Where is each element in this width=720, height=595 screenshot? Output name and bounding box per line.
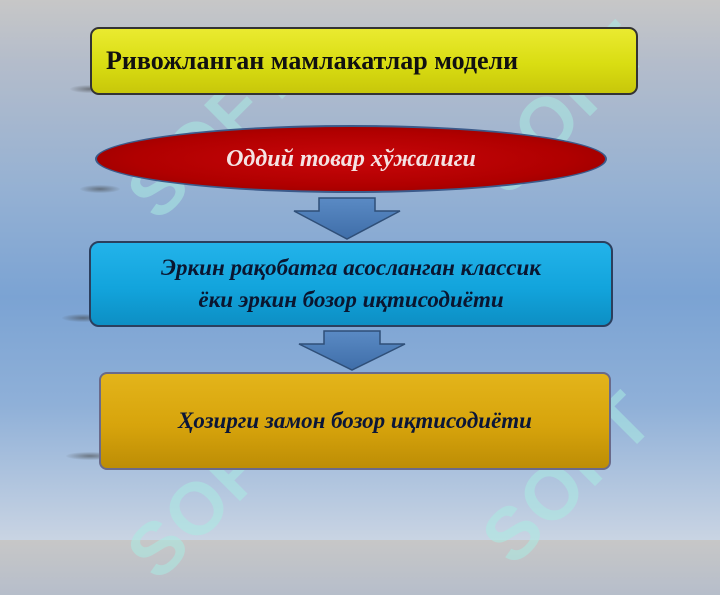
stage-2-label-line-1: Эркин рақобатга асосланган классик: [161, 255, 541, 280]
stage-3-shadow: [66, 452, 114, 460]
stage-3-label: Ҳозирги замон бозор иқтисодиёти: [178, 408, 532, 433]
stage-2-shadow: [62, 314, 104, 322]
stage-1-shadow: [80, 185, 120, 193]
stage-1-ellipse: Оддий товар хўжалиги: [95, 125, 607, 193]
stage-1-label: Оддий товар хўжалиги: [226, 145, 476, 172]
diagram-title-box: Ривожланган мамлакатлар модели: [90, 27, 638, 95]
down-arrow-icon: [298, 330, 406, 371]
stage-2-label-line-2: ёки эркин бозор иқтисодиёти: [198, 287, 504, 312]
stage-2-box: Эркин рақобатга асосланган классик ёки э…: [89, 241, 613, 327]
down-arrow-icon: [293, 197, 401, 240]
diagram-title: Ривожланган мамлакатлар модели: [106, 46, 519, 75]
stage-3-box: Ҳозирги замон бозор иқтисодиёти: [99, 372, 611, 470]
